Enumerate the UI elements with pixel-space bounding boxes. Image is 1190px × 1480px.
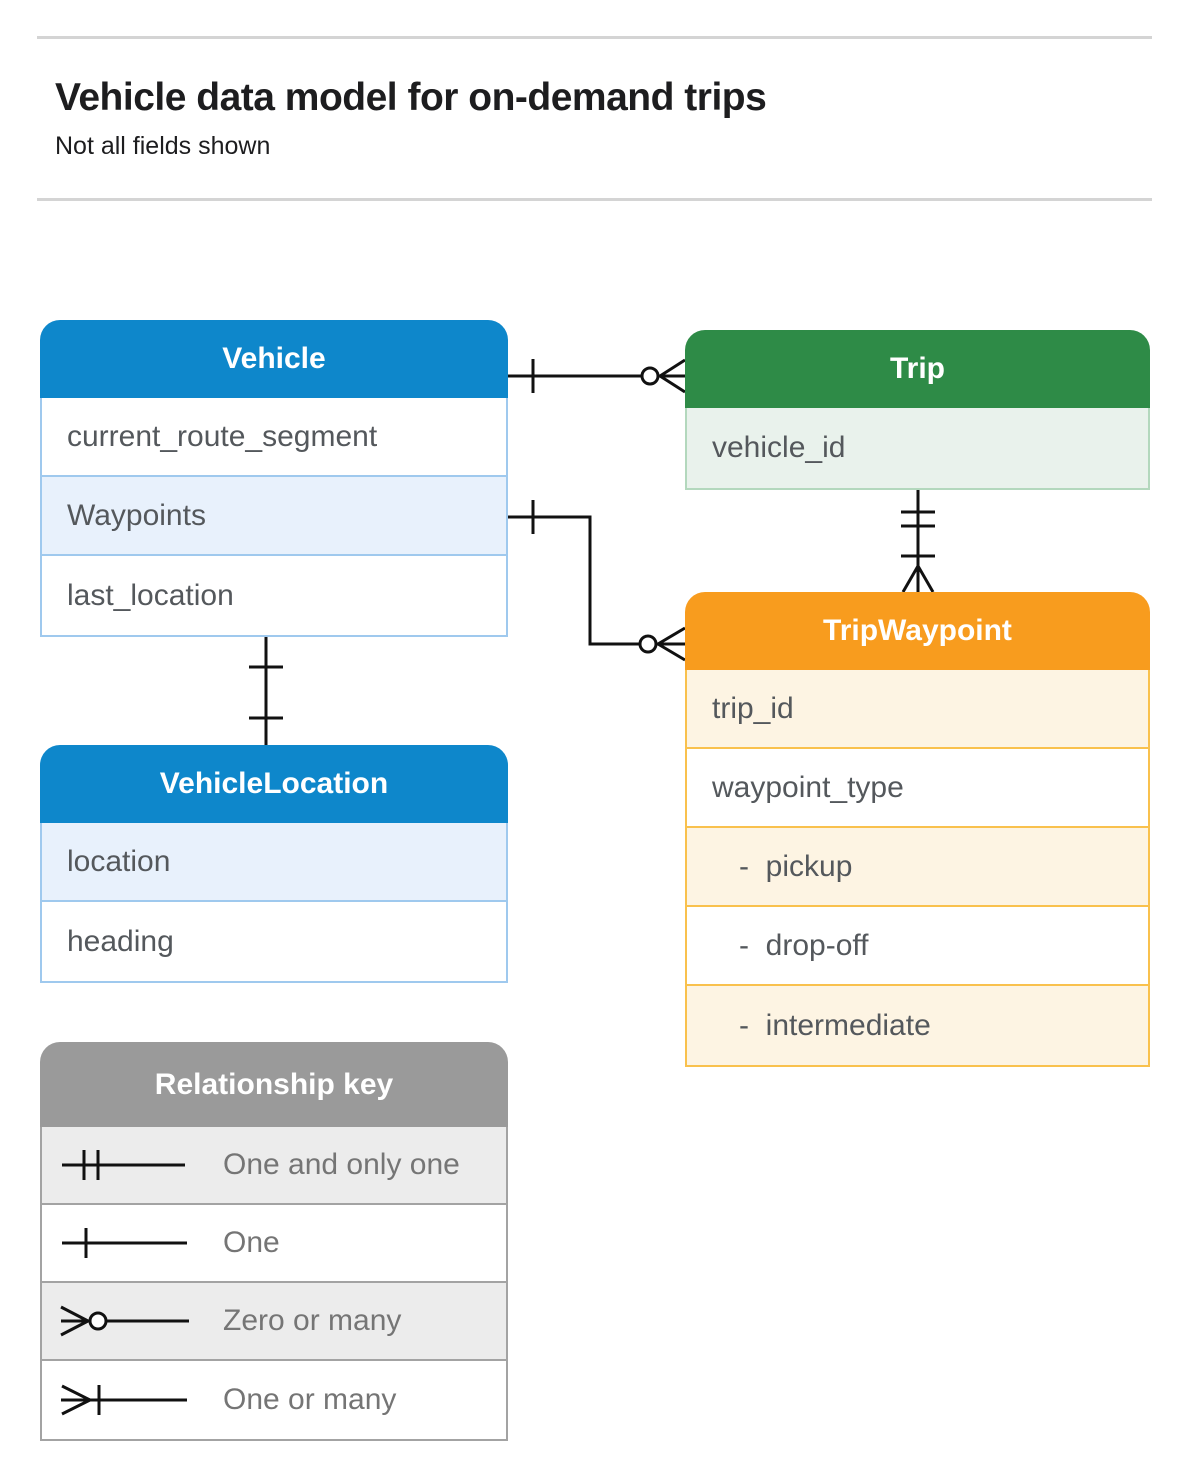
table-row-waypoint-type: waypoint_type — [687, 749, 1148, 828]
table-vehiclelocation-header: VehicleLocation — [40, 745, 508, 823]
waypoints-tripwaypoint-connector — [508, 500, 686, 662]
one-or-many-symbol — [61, 1384, 187, 1416]
table-row-heading: heading — [67, 924, 174, 958]
key-row-one: One — [42, 1205, 506, 1283]
table-row-vehicle-id: vehicle_id — [687, 408, 1148, 488]
table-trip: Trip vehicle_id — [685, 330, 1150, 490]
vehicle-trip-connector — [508, 358, 686, 394]
table-row-trip-id: trip_id — [687, 670, 1148, 749]
table-trip-header: Trip — [685, 330, 1150, 408]
one-symbol — [62, 1228, 187, 1258]
table-vehicle: Vehicle current_route_segment Waypoints … — [40, 320, 508, 637]
key-label: One or many — [223, 1383, 397, 1416]
key-row-zero-or-many: Zero or many — [42, 1283, 506, 1361]
key-row-one-and-only-one: One and only one — [42, 1127, 506, 1205]
key-label: One and only one — [223, 1148, 460, 1181]
relationship-key-header: Relationship key — [40, 1042, 508, 1127]
one-and-only-one-symbol — [62, 1150, 185, 1180]
table-row-intermediate: - intermediate — [687, 986, 1148, 1065]
page-title: Vehicle data model for on-demand trips — [55, 76, 767, 119]
table-row-waypoints: Waypoints — [42, 477, 506, 556]
key-label: One — [223, 1226, 280, 1259]
table-tripwaypoint: TripWaypoint trip_id waypoint_type - pic… — [685, 592, 1150, 1067]
table-row-current-route-segment: current_route_segment — [42, 398, 506, 477]
table-vehicle-header: Vehicle — [40, 320, 508, 398]
table-vehiclelocation: VehicleLocation location heading — [40, 745, 508, 983]
table-row-drop-off: - drop-off — [687, 907, 1148, 986]
vehicle-vehiclelocation-connector — [249, 637, 283, 745]
page-subtitle: Not all fields shown — [55, 132, 271, 160]
key-row-one-or-many: One or many — [42, 1361, 506, 1439]
table-row-pickup: - pickup — [687, 828, 1148, 907]
table-tripwaypoint-header: TripWaypoint — [685, 592, 1150, 670]
top-divider — [37, 36, 1152, 39]
table-row-last-location: last_location — [67, 578, 234, 612]
header-divider — [37, 198, 1152, 201]
zero-or-many-symbol — [60, 1305, 189, 1337]
table-row-location: location — [42, 823, 506, 902]
trip-tripwaypoint-connector — [901, 490, 935, 593]
key-label: Zero or many — [223, 1304, 402, 1337]
relationship-key: Relationship key One and only one One — [40, 1042, 508, 1441]
